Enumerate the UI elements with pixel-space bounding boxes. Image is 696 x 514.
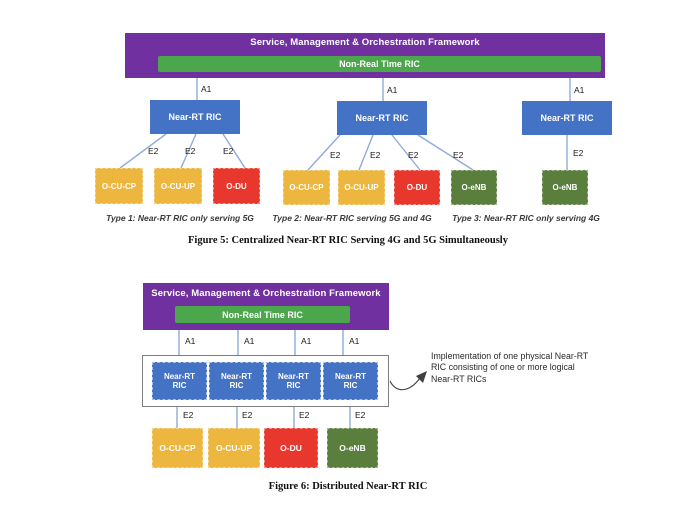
- e2-label: E2: [183, 410, 194, 420]
- a1-label: A1: [201, 84, 212, 94]
- non-rt-ric-bar: Non-Real Time RIC: [175, 306, 350, 323]
- e2-label: E2: [573, 148, 584, 158]
- e2-label: E2: [408, 150, 419, 160]
- node-o-cu-cp: O-CU-CP: [95, 168, 143, 204]
- type2-label: Type 2: Near-RT RIC serving 5G and 4G: [272, 213, 432, 223]
- non-rt-ric-bar: Non-Real Time RIC: [158, 56, 601, 72]
- near-rt-ric-cell-1: Near-RT RIC: [152, 362, 207, 400]
- smo-framework-box: Service, Management & Orchestration Fram…: [125, 33, 605, 78]
- a1-label: A1: [185, 336, 196, 346]
- near-rt-ric-box-1: Near-RT RIC: [150, 100, 240, 134]
- e2-label: E2: [330, 150, 341, 160]
- a1-label: A1: [387, 85, 398, 95]
- node-o-cu-up: O-CU-UP: [154, 168, 202, 204]
- node-o-enb: O-eNB: [451, 170, 497, 205]
- near-rt-ric-cell-4: Near-RT RIC: [323, 362, 378, 400]
- node-o-cu-cp: O-CU-CP: [283, 170, 330, 205]
- node-o-cu-cp: O-CU-CP: [152, 428, 203, 468]
- near-rt-ric-box-3: Near-RT RIC: [522, 101, 612, 135]
- type3-label: Type 3: Near-RT RIC only serving 4G: [452, 213, 600, 223]
- node-o-du: O-DU: [394, 170, 440, 205]
- e2-label: E2: [299, 410, 310, 420]
- node-o-enb: O-eNB: [327, 428, 378, 468]
- physical-ric-annotation: Implementation of one physical Near-RT R…: [431, 351, 589, 384]
- e2-label: E2: [242, 410, 253, 420]
- near-rt-ric-box-2: Near-RT RIC: [337, 101, 427, 135]
- smo-framework-box: Service, Management & Orchestration Fram…: [143, 283, 389, 330]
- near-rt-ric-cell-2: Near-RT RIC: [209, 362, 264, 400]
- e2-label: E2: [148, 146, 159, 156]
- node-o-cu-up: O-CU-UP: [208, 428, 260, 468]
- a1-label: A1: [301, 336, 312, 346]
- a1-label: A1: [349, 336, 360, 346]
- e2-label: E2: [185, 146, 196, 156]
- node-o-du: O-DU: [264, 428, 318, 468]
- node-o-enb: O-eNB: [542, 170, 588, 205]
- node-o-cu-up: O-CU-UP: [338, 170, 385, 205]
- smo-framework-title: Service, Management & Orchestration Fram…: [250, 37, 480, 48]
- near-rt-ric-cell-3: Near-RT RIC: [266, 362, 321, 400]
- a1-label: A1: [574, 85, 585, 95]
- figure6-caption: Figure 6: Distributed Near-RT RIC: [268, 481, 428, 492]
- e2-label: E2: [370, 150, 381, 160]
- e2-label: E2: [453, 150, 464, 160]
- node-o-du: O-DU: [213, 168, 260, 204]
- e2-label: E2: [355, 410, 366, 420]
- e2-label: E2: [223, 146, 234, 156]
- type1-label: Type 1: Near-RT RIC only serving 5G: [106, 213, 254, 223]
- a1-label: A1: [244, 336, 255, 346]
- figure5-caption: Figure 5: Centralized Near-RT RIC Servin…: [188, 235, 508, 246]
- smo-framework-title: Service, Management & Orchestration Fram…: [151, 288, 381, 299]
